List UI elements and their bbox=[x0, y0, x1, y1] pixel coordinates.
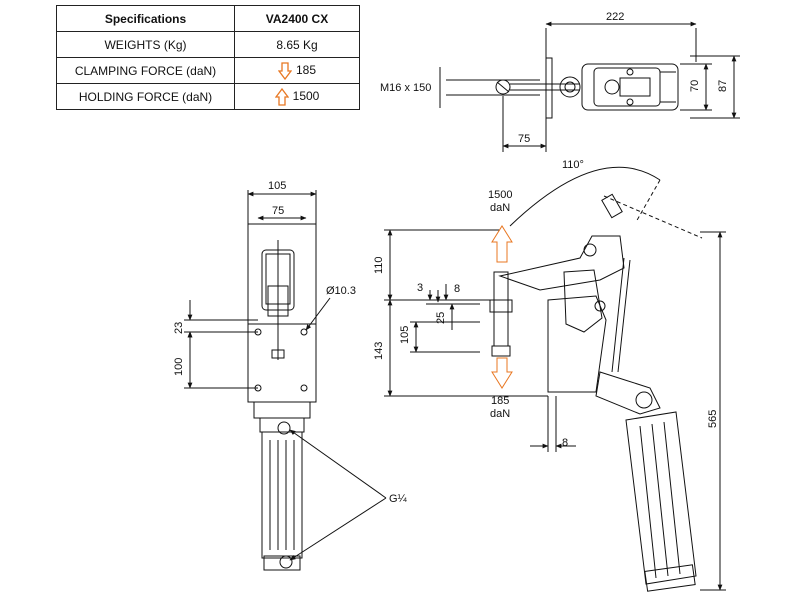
side-view bbox=[384, 166, 726, 592]
spec-value: 8.65 Kg bbox=[234, 31, 360, 58]
holding-unit: daN bbox=[490, 202, 510, 214]
dim-100: 100 bbox=[173, 358, 185, 376]
top-view bbox=[439, 21, 740, 152]
table-row: CLAMPING FORCE (daN) 185 bbox=[56, 57, 360, 84]
holding-force-label: 1500 bbox=[488, 189, 512, 201]
spec-table: Specifications VA2400 CX WEIGHTS (Kg) 8.… bbox=[56, 5, 360, 110]
dim-105-side: 105 bbox=[399, 326, 411, 344]
arrow-up-icon bbox=[274, 87, 289, 106]
spec-value: 1500 bbox=[234, 83, 360, 110]
thread-label: M16 x 150 bbox=[380, 82, 431, 94]
dim-75-top: 75 bbox=[518, 133, 530, 145]
hole-diameter: Ø10.3 bbox=[326, 285, 356, 297]
spec-header-model: VA2400 CX bbox=[234, 5, 360, 32]
dim-23: 23 bbox=[173, 322, 185, 334]
dim-70: 70 bbox=[689, 80, 701, 92]
swing-angle: 110° bbox=[562, 159, 584, 171]
dim-75-front: 75 bbox=[272, 205, 284, 217]
spec-value: 185 bbox=[234, 57, 360, 84]
spec-header-row: Specifications VA2400 CX bbox=[56, 5, 360, 32]
holding-force-value: 1500 bbox=[292, 88, 320, 103]
arrow-down-icon bbox=[277, 61, 292, 80]
table-row: HOLDING FORCE (daN) 1500 bbox=[56, 83, 360, 110]
dim-565: 565 bbox=[707, 410, 719, 428]
spec-header-label: Specifications bbox=[56, 5, 235, 32]
dim-87: 87 bbox=[717, 80, 729, 92]
dim-222: 222 bbox=[606, 11, 624, 23]
table-row: WEIGHTS (Kg) 8.65 Kg bbox=[56, 31, 360, 58]
dim-8-side: 8 bbox=[454, 283, 460, 295]
spec-label: HOLDING FORCE (daN) bbox=[56, 83, 235, 110]
port-label: G¼ bbox=[389, 493, 408, 505]
dim-8-bottom: 8 bbox=[562, 437, 568, 449]
clamping-unit: daN bbox=[490, 408, 510, 420]
dim-143: 143 bbox=[373, 342, 385, 360]
dim-3: 3 bbox=[417, 282, 423, 294]
dim-105-front: 105 bbox=[268, 180, 286, 192]
dim-110: 110 bbox=[373, 256, 385, 274]
weight-value: 8.65 Kg bbox=[276, 37, 318, 52]
clamping-force-value: 185 bbox=[295, 62, 317, 77]
dim-25: 25 bbox=[435, 312, 447, 324]
front-view bbox=[184, 190, 387, 571]
clamping-force-label: 185 bbox=[491, 395, 509, 407]
